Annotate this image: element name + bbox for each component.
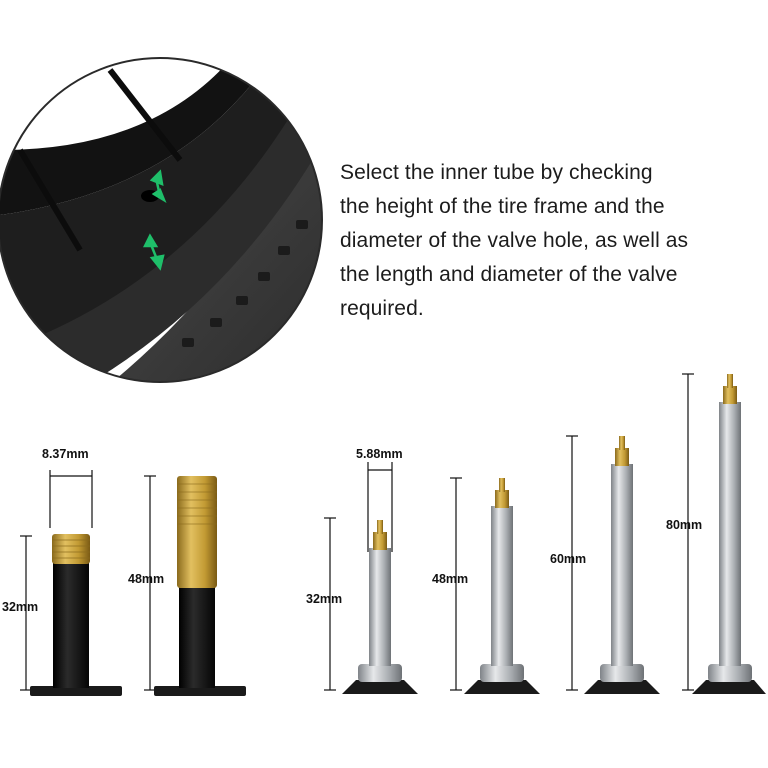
schrader-valve-short bbox=[30, 534, 122, 696]
schrader-valve-long bbox=[154, 476, 246, 696]
description-line: the height of the tire frame and the bbox=[340, 195, 665, 218]
presta-length-label-32: 32mm bbox=[306, 592, 343, 606]
rim-wheel bbox=[0, 58, 322, 382]
description-text: Select the inner tube by checking the he… bbox=[340, 156, 760, 326]
description-line: diameter of the valve hole, as well as bbox=[340, 229, 689, 252]
description-line: the length and diameter of the valve bbox=[340, 263, 678, 286]
presta-valve-60mm bbox=[584, 436, 660, 694]
schrader-diameter-label: 8.37mm bbox=[42, 447, 89, 461]
presta-length-label-48: 48mm bbox=[432, 572, 469, 586]
presta-valve-32mm bbox=[342, 520, 418, 694]
description-line: required. bbox=[340, 297, 424, 320]
presta-valve-80mm bbox=[692, 374, 766, 694]
presta-diameter-label: 5.88mm bbox=[356, 447, 403, 461]
schrader-short-length-label: 32mm bbox=[2, 600, 39, 614]
schrader-long-length-label: 48mm bbox=[128, 572, 165, 586]
presta-valve-48mm bbox=[464, 478, 540, 694]
presta-length-label-80: 80mm bbox=[666, 518, 703, 532]
description-line: Select the inner tube by checking bbox=[340, 161, 653, 184]
presta-length-label-60: 60mm bbox=[550, 552, 587, 566]
